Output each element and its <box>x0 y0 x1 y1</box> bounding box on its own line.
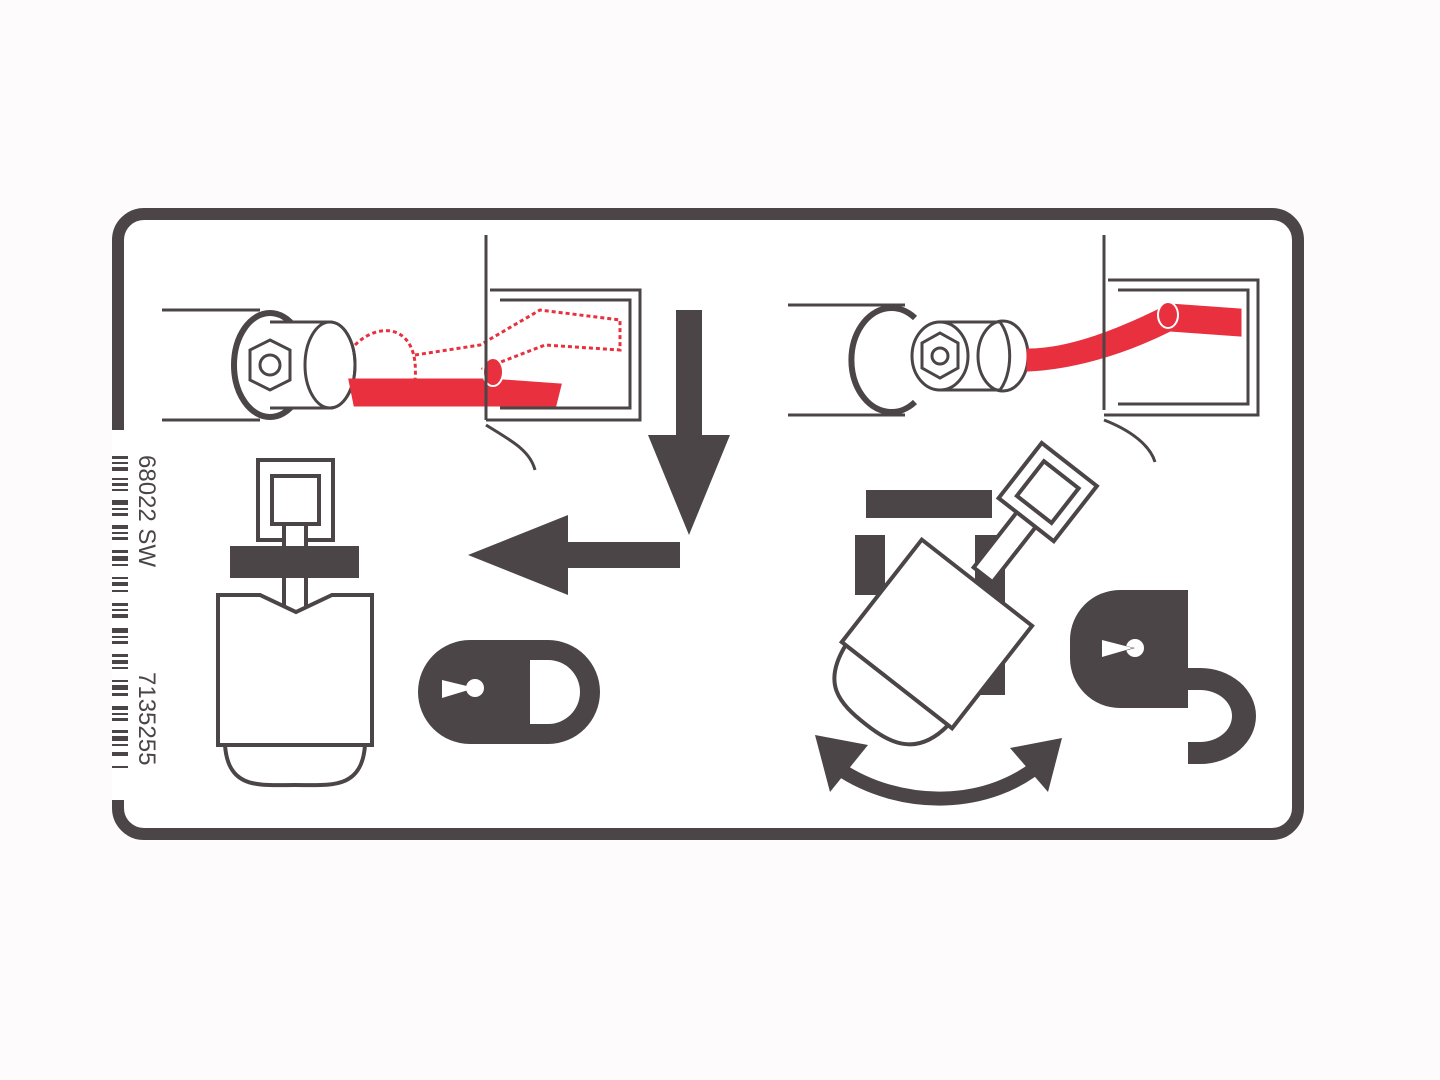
locked-padlock-icon <box>418 640 600 744</box>
rotate-arrow-icon <box>815 735 1062 806</box>
barcode <box>112 456 128 768</box>
plug-upright-icon <box>216 458 374 788</box>
plug-tilted-icon <box>832 440 1100 747</box>
connector-locked-illustration <box>162 235 642 471</box>
part-code: 68022 SW <box>133 455 160 568</box>
unlocked-padlock-icon <box>1070 590 1256 764</box>
part-number: 7135255 <box>133 672 160 766</box>
connector-unlocked-illustration <box>788 235 1260 463</box>
arrow-down-icon <box>648 310 730 535</box>
arrow-left-icon <box>468 515 680 595</box>
